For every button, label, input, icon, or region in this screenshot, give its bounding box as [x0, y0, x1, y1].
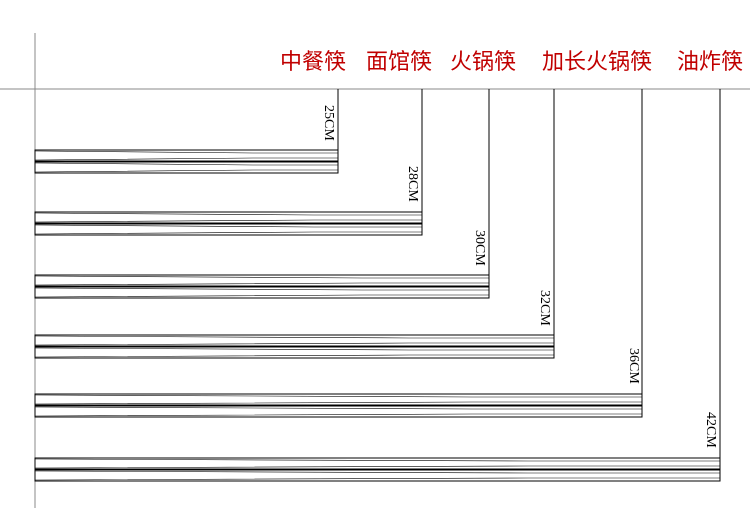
chopstick-bottom-2 [34, 286, 490, 299]
chopstick-top-taper-b-2 [34, 282, 489, 286]
chopstick-top-taper-b-3 [34, 342, 554, 346]
chopstick-top-3 [34, 334, 555, 347]
chopstick-bottom-taper-b-4 [34, 413, 642, 417]
chopstick-top-4 [34, 393, 643, 406]
chopstick-bottom-taper-b-5 [34, 477, 720, 481]
chopstick-top-taper-2 [34, 275, 489, 279]
chopstick-top-1 [34, 211, 423, 224]
chopstick-bottom-taper-b-1 [34, 231, 422, 235]
chopstick-top-5 [34, 457, 721, 470]
chopstick-top-0 [34, 149, 339, 162]
chopstick-bottom-taper-3 [34, 347, 554, 351]
chopstick-top-taper-3 [34, 335, 554, 339]
chopstick-top-taper-0 [34, 150, 338, 154]
chopstick-bottom-5 [34, 469, 721, 482]
chopstick-top-taper-b-4 [34, 401, 642, 405]
chopstick-bottom-taper-1 [34, 224, 422, 228]
chopstick-bottom-3 [34, 346, 555, 359]
chopstick-bottom-taper-b-2 [34, 294, 489, 298]
chopstick-top-taper-b-0 [34, 157, 338, 161]
chopstick-top-taper-b-5 [34, 465, 720, 469]
chopstick-bottom-taper-4 [34, 406, 642, 410]
chopstick-bottom-taper-b-3 [34, 354, 554, 358]
chopstick-bottom-4 [34, 405, 643, 418]
chopstick-top-2 [34, 274, 490, 287]
chopstick-bottom-taper-5 [34, 470, 720, 474]
chopstick-bottom-taper-2 [34, 287, 489, 291]
chopstick-top-taper-4 [34, 394, 642, 398]
chopstick-top-taper-1 [34, 212, 422, 216]
chopsticks-layer [34, 89, 721, 482]
chopstick-bottom-taper-0 [34, 162, 338, 166]
chopstick-bottom-1 [34, 223, 423, 236]
chopstick-top-taper-b-1 [34, 219, 422, 223]
chopstick-bottom-0 [34, 161, 339, 174]
chopstick-bottom-taper-b-0 [34, 169, 338, 173]
chopstick-top-taper-5 [34, 458, 720, 462]
